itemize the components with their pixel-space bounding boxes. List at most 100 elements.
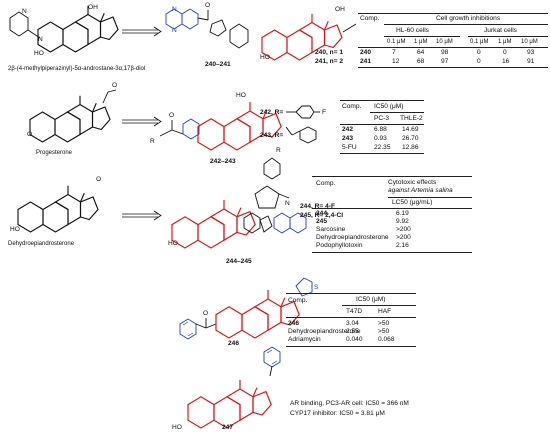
- atom-n-3: N: [285, 200, 290, 207]
- t3-r1-comp: 244: [316, 210, 328, 217]
- atom-ho-4: HO: [10, 226, 20, 233]
- t4-r2-comp: Dehydroepiandrosterone: [288, 328, 361, 335]
- atom-oh-1: OH: [88, 4, 98, 11]
- t1-r1-v1: 7: [392, 49, 396, 56]
- t4-r3-comp: Adriamycin: [288, 336, 321, 343]
- start-steroid-3: [17, 185, 99, 233]
- t4-comp-header: Comp.: [288, 297, 308, 304]
- atom-n-q2: N: [172, 27, 177, 34]
- start-label-3: Dehydroepiandrosterone: [8, 241, 75, 247]
- t2-r3-comp: 5-FU: [342, 144, 357, 151]
- atom-s-4: S: [314, 284, 319, 291]
- t3-r1-v: 6.19: [396, 210, 409, 217]
- t1-r1-v4: 0: [477, 49, 481, 56]
- t1-r2-comp: 241: [360, 58, 372, 65]
- t1-r1-comp: 240: [360, 49, 372, 56]
- spiro-pyrrolidine: [254, 185, 290, 209]
- t4-col2: HAF: [378, 308, 392, 315]
- pyrimidine-5: [263, 346, 281, 368]
- t1-r2-v4: 0: [477, 58, 481, 65]
- t3-r2-v: 9.92: [396, 218, 409, 225]
- t4-r2-v1: 2.55: [346, 328, 359, 335]
- start-label-2: Progesterone: [36, 150, 73, 156]
- ester-linker-4: [195, 318, 217, 329]
- t1-group-header: Cell growth inhibitions: [436, 15, 501, 22]
- quinoxaline-1: [165, 8, 199, 30]
- compound-label-240-241: 240–241: [205, 61, 231, 68]
- t2-r1-v1: 6.88: [374, 126, 387, 133]
- product-steroid-3: [171, 199, 256, 249]
- t4-r2-v2: >50: [378, 328, 390, 335]
- product-steroid-4: [215, 289, 300, 339]
- t4-r3-v1: 0.040: [346, 336, 363, 343]
- amide-2: [159, 120, 184, 137]
- atom-n-1: N: [22, 8, 27, 15]
- piperazine-2: [229, 23, 249, 49]
- t1-c6: 10 μM: [521, 39, 538, 45]
- atom-n-q1: N: [172, 6, 177, 13]
- t2-r2-comp: 243: [342, 135, 354, 142]
- t1-r2-v1: 12: [392, 58, 400, 65]
- compound-label-246: 246: [228, 340, 240, 347]
- start-steroid-1: [37, 5, 119, 53]
- product-steroid-5: [187, 379, 272, 429]
- t3-r3-comp: Sarcosine: [316, 226, 346, 233]
- t1-c3: 10 μM: [436, 39, 453, 45]
- label-245: 245, R= 2,4-Cl: [300, 212, 344, 219]
- atom-ho-6: HO: [172, 424, 182, 431]
- atom-o-1: O: [205, 2, 211, 9]
- t4-r1-v2: >50: [378, 320, 390, 327]
- pyrazine-ester-4: [179, 318, 197, 340]
- thiadiazole-4: [295, 277, 313, 297]
- label-241-n2: 241, n= 2: [315, 58, 344, 65]
- atom-o-5: O: [96, 176, 102, 183]
- t2-r2-v1: 0.93: [374, 135, 387, 142]
- compound-label-242-243: 242–243: [210, 158, 236, 165]
- t3-r2-comp: 245: [316, 218, 328, 225]
- atom-ho-2: HO: [260, 54, 270, 61]
- pyrazine-2: [182, 118, 200, 140]
- amide-linker-1: [197, 10, 227, 37]
- t4-group-header: IC50 (μM): [356, 296, 386, 303]
- t3-r5-v: 2.16: [396, 242, 409, 249]
- t4-r3-v2: 0.068: [378, 336, 395, 343]
- label-240-n1: 240, n= 1: [315, 49, 344, 56]
- t2-col2: THLE-2: [400, 115, 423, 122]
- atom-ho-3: HO: [236, 92, 246, 99]
- t4-r1-comp: 246: [288, 320, 300, 327]
- t1-c5: 1 μM: [498, 39, 512, 45]
- fluorophenyl: [286, 105, 320, 119]
- t2-r1-v2: 14.69: [402, 126, 419, 133]
- t1-r1-v3: 98: [441, 49, 449, 56]
- atom-r-2: R: [150, 138, 155, 145]
- t3-col: LC50 (μg/mL): [392, 199, 433, 206]
- atom-r-3: R: [276, 147, 281, 154]
- label-243-r: 243, R=: [260, 132, 284, 139]
- atom-oh-2: OH: [335, 6, 345, 13]
- atom-ho-5: HO: [168, 240, 178, 247]
- t3-group-header-1: Cytotoxic effects: [388, 179, 437, 186]
- compound-label-244-245: 244–245: [226, 258, 252, 265]
- indenoquinoxaline: [243, 212, 307, 234]
- t2-col1: PC-3: [374, 115, 390, 122]
- t3-group-header-2: against Artemia salina: [388, 187, 453, 194]
- t2-comp-header: Comp.: [342, 103, 362, 110]
- t1-sub-jurkat: Jurkat cells: [484, 27, 517, 34]
- t2-r1-comp: 242: [342, 126, 354, 133]
- t3-r5-comp: Podophyllotoxin: [316, 242, 363, 249]
- t4-r1-v1: 3.04: [346, 320, 359, 327]
- t1-r1-v5: 0: [503, 49, 507, 56]
- t1-c2: 1 μM: [414, 39, 428, 45]
- atom-ho-1: HO: [34, 50, 44, 57]
- t2-r3-v1: 22.35: [374, 144, 391, 151]
- t1-c4: 0.1 μM: [470, 39, 489, 45]
- start-label-1: 2β-(4-methylpiperazinyl)-5α-androstane-3…: [8, 66, 146, 72]
- atom-o-3: O: [112, 82, 118, 89]
- atom-o-4: O: [169, 112, 175, 119]
- fluoro-f: F: [322, 109, 327, 116]
- label-244: 244, R= 4-F: [300, 203, 336, 210]
- piperazine-1: [9, 11, 41, 39]
- t4-col1: T47D: [346, 308, 363, 315]
